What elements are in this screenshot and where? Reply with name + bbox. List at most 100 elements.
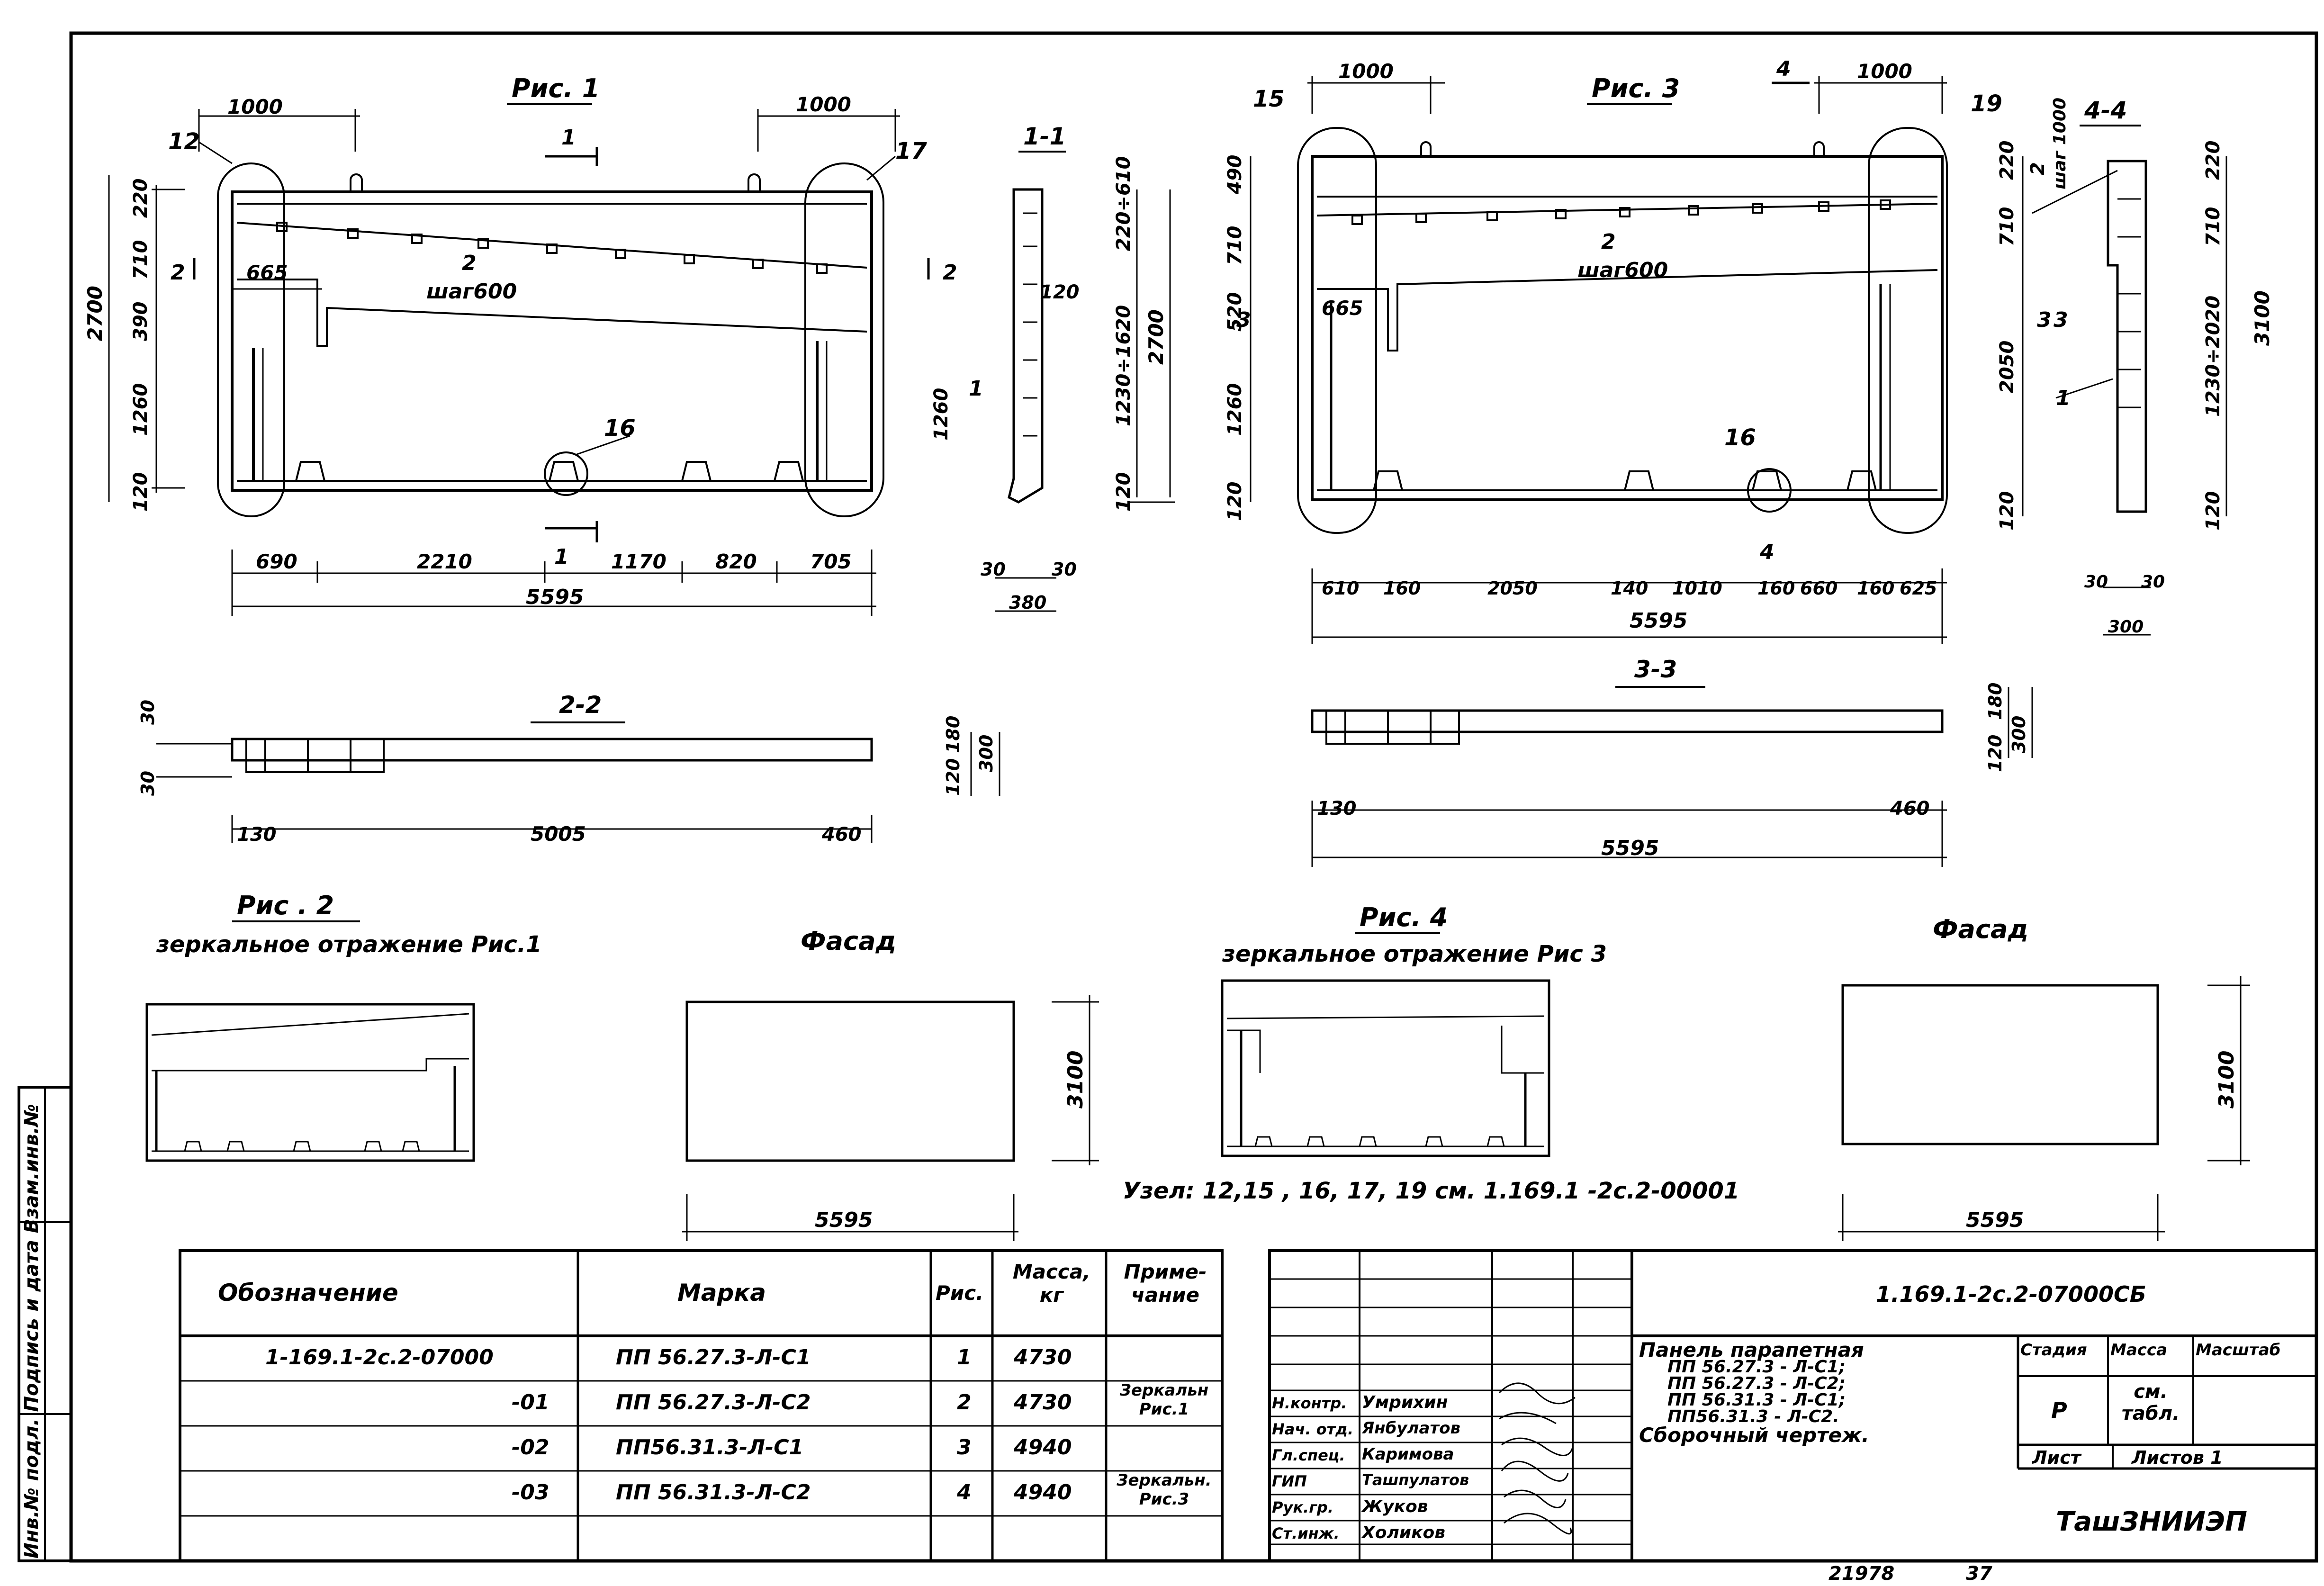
facade-right-box (1841, 984, 2159, 1145)
staff-name-1: Янбулатов (1362, 1419, 1461, 1438)
svg-text:17: 17 (895, 138, 927, 164)
svg-text:160: 160 (1857, 578, 1894, 599)
staff-name-2: Каримова (1362, 1445, 1454, 1464)
spec-row4-designation: -03 (512, 1480, 549, 1505)
sheet-frame (69, 31, 2318, 1563)
svg-text:220÷610: 220÷610 (1113, 156, 1135, 251)
svg-text:820: 820 (715, 550, 757, 573)
svg-text:120: 120 (1040, 281, 1080, 303)
svg-text:1230÷2020: 1230÷2020 (2202, 296, 2224, 417)
svg-text:665: 665 (246, 261, 288, 284)
svg-text:2: 2 (1601, 230, 1616, 254)
side-stamp-text: Инв.№ подл. Подпись и дата Взам.инв.№ (21, 1104, 43, 1559)
svg-text:5005: 5005 (531, 822, 586, 846)
svg-text:460: 460 (1890, 798, 1930, 820)
svg-text:1000: 1000 (1857, 60, 1912, 83)
svg-text:2: 2 (943, 261, 957, 285)
svg-text:16: 16 (604, 415, 636, 442)
spec-header-note: Приме-чание (1124, 1260, 1207, 1307)
svg-text:5595: 5595 (1601, 836, 1659, 860)
title-block-name-0: Панель парапетная (1639, 1338, 1864, 1361)
fig2-subtitle: зеркальное отражение Рис.1 (156, 931, 542, 958)
svg-text:1: 1 (969, 377, 983, 401)
staff-role-5: Ст.инж. (1272, 1524, 1340, 1542)
svg-text:3: 3 (2037, 308, 2052, 332)
spec-row1-fig: 1 (957, 1345, 972, 1370)
title-block-name-1: ПП 56.27.3 - Л-С1; (1667, 1357, 1846, 1377)
facade-left-title: Фасад (801, 926, 896, 956)
svg-text:1260: 1260 (930, 388, 952, 441)
svg-text:3100: 3100 (1063, 1051, 1088, 1108)
svg-text:180: 180 (1985, 683, 2006, 720)
section-4-4-profile (2107, 160, 2147, 513)
svg-text:5595: 5595 (1966, 1208, 2024, 1232)
svg-text:4: 4 (1759, 540, 1775, 564)
section-3-3-title: 3-3 (1634, 656, 1677, 683)
fig3-step: шаг600 (1577, 258, 1668, 282)
svg-text:3: 3 (2054, 308, 2068, 332)
svg-text:19: 19 (1971, 90, 2002, 117)
spec-row2-note: Зеркальн Рис.1 (1119, 1381, 1209, 1419)
section-2-2-profile (156, 732, 1000, 843)
spec-row2-designation: -01 (512, 1390, 549, 1415)
staff-name-3: Ташпулатов (1362, 1471, 1469, 1489)
svg-text:690: 690 (256, 550, 297, 573)
svg-text:660: 660 (1800, 578, 1838, 599)
spec-header-designation: Обозначение (218, 1279, 398, 1307)
svg-text:180: 180 (943, 716, 964, 753)
svg-text:3: 3 (1236, 308, 1251, 332)
svg-text:1000: 1000 (227, 95, 283, 118)
title-block-stage: Р (2051, 1397, 2067, 1423)
svg-text:1170: 1170 (611, 550, 667, 573)
svg-text:3100: 3100 (2215, 1051, 2239, 1108)
svg-text:300: 300 (2009, 716, 2029, 753)
footer-inv: 21978 (1829, 1563, 1894, 1585)
svg-text:30: 30 (981, 559, 1006, 580)
title-block-code: 1.169.1-2с.2-07000СБ (1876, 1281, 2146, 1307)
svg-text:140: 140 (1611, 578, 1648, 599)
svg-text:3100: 3100 (2251, 290, 2274, 346)
svg-text:120: 120 (1985, 735, 2006, 772)
svg-text:2210: 2210 (417, 550, 472, 573)
svg-text:1260: 1260 (130, 383, 152, 436)
svg-text:2: 2 (171, 261, 185, 285)
title-block-mass-label: Масса (2110, 1341, 2168, 1360)
svg-text:120: 120 (1224, 482, 1246, 522)
title-block-stage-label: Стадия (2020, 1341, 2087, 1360)
staff-name-0: Умрихин (1362, 1393, 1448, 1412)
title-block-scale-label: Масштаб (2196, 1341, 2281, 1360)
svg-text:220: 220 (1996, 141, 2018, 180)
svg-text:2700: 2700 (83, 286, 107, 341)
svg-text:1260: 1260 (1224, 383, 1246, 436)
svg-text:30: 30 (2141, 572, 2165, 592)
spec-row3-fig: 3 (957, 1435, 972, 1460)
staff-role-1: Нач. отд. (1272, 1420, 1354, 1438)
fig3-title: Рис. 3 (1592, 73, 1680, 103)
svg-text:665: 665 (1322, 297, 1363, 320)
svg-text:12: 12 (168, 128, 200, 155)
svg-text:380: 380 (1009, 592, 1046, 613)
svg-text:1: 1 (561, 126, 576, 150)
fig1-title: Рис. 1 (512, 73, 600, 103)
staff-role-4: Рук.гр. (1272, 1498, 1333, 1516)
title-block-sheet-label: Лист (2032, 1447, 2081, 1468)
svg-text:300: 300 (976, 735, 997, 772)
svg-text:710: 710 (2202, 207, 2224, 247)
staff-name-5: Холиков (1362, 1523, 1446, 1542)
spec-row4-fig: 4 (957, 1480, 972, 1505)
svg-text:30: 30 (2084, 572, 2108, 592)
spec-row4-note: Зеркальн. Рис.3 (1117, 1471, 1212, 1509)
svg-text:120: 120 (2202, 491, 2224, 531)
svg-text:300: 300 (2108, 617, 2144, 637)
svg-text:710: 710 (1224, 226, 1246, 266)
svg-text:2050: 2050 (1487, 578, 1538, 599)
title-block-name-4: ПП56.31.3 - Л-С2. (1667, 1407, 1839, 1426)
fig2-panel (145, 1003, 475, 1162)
svg-text:5595: 5595 (1630, 609, 1687, 633)
spec-row3-mark: ПП56.31.3-Л-С1 (616, 1435, 804, 1460)
svg-text:1: 1 (2056, 386, 2071, 410)
fig4-panel (1221, 979, 1550, 1157)
spec-header-fig: Рис. (936, 1281, 984, 1305)
staff-role-0: Н.контр. (1272, 1394, 1347, 1412)
